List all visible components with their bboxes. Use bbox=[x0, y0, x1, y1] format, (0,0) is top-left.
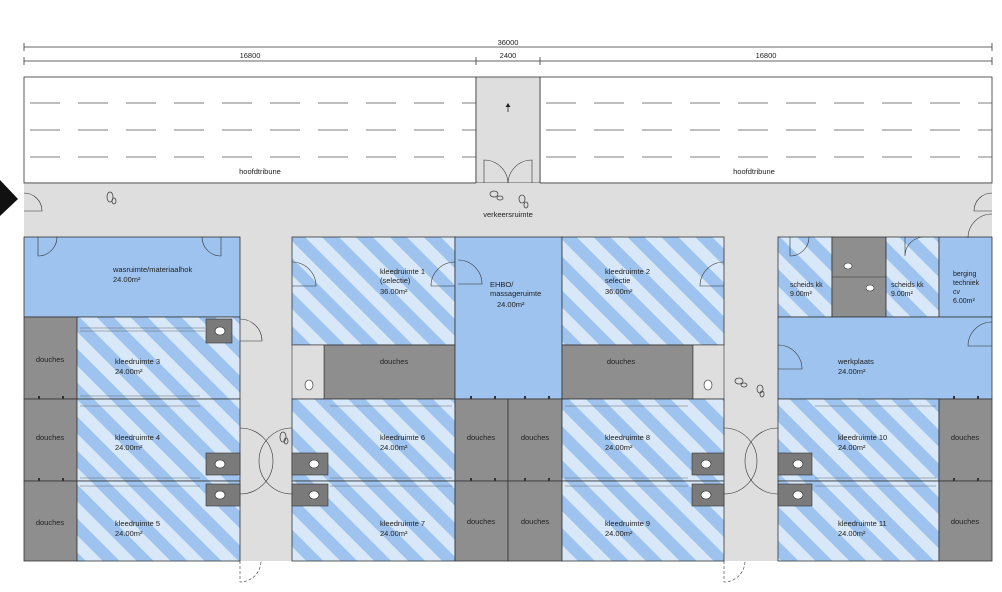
douches-r1 bbox=[938, 398, 993, 482]
kleed1-name: kleedruimte 1 bbox=[380, 267, 425, 276]
wc-c2 bbox=[692, 344, 725, 400]
room-kleed1 bbox=[291, 236, 456, 346]
wc-units-left bbox=[205, 318, 241, 507]
scheids2-area: 9.00m² bbox=[891, 291, 913, 298]
tribune-left bbox=[23, 76, 477, 184]
kleed4-name: kleedruimte 4 bbox=[115, 433, 160, 442]
kleed8-area: 24.00m² bbox=[605, 443, 633, 452]
side-pointer-icon bbox=[0, 180, 18, 216]
room-ehbo bbox=[454, 236, 563, 400]
douches-l2 bbox=[23, 398, 78, 482]
up-arrow-icon bbox=[505, 103, 511, 107]
kleed9-name: kleedruimte 9 bbox=[605, 519, 650, 528]
kleed3-name: kleedruimte 3 bbox=[115, 357, 160, 366]
middle-dimension: 2400 bbox=[500, 51, 517, 60]
corridor-label: verkeersruimte bbox=[483, 210, 533, 219]
kleed2-area: 36.00m² bbox=[605, 287, 633, 296]
ehbo-sub: massageruimte bbox=[490, 289, 541, 298]
douches-c2 bbox=[561, 344, 694, 400]
room-berging bbox=[938, 236, 993, 318]
douches-m2-label: douches bbox=[521, 433, 550, 442]
kleed7-area: 24.00m² bbox=[380, 529, 408, 538]
douches-l1 bbox=[23, 316, 78, 400]
corridor bbox=[24, 183, 992, 561]
footprint-icon bbox=[106, 190, 765, 445]
entrance-passage bbox=[475, 76, 541, 184]
douches-l3-label: douches bbox=[36, 518, 65, 527]
wasruimte-name: wasruimte/materiaalhok bbox=[112, 265, 192, 274]
douches-m4-label: douches bbox=[521, 517, 550, 526]
berging-name: berging bbox=[953, 271, 976, 278]
kleed6-area: 24.00m² bbox=[380, 443, 408, 452]
wasruimte-area: 24.00m² bbox=[113, 275, 141, 284]
kleed11-area: 24.00m² bbox=[838, 529, 866, 538]
kleed6-name: kleedruimte 6 bbox=[380, 433, 425, 442]
douches-r1-label: douches bbox=[951, 433, 980, 442]
douches-m1-label: douches bbox=[467, 433, 496, 442]
werkplaats-name: werkplaats bbox=[837, 357, 874, 366]
right-dimension: 16800 bbox=[756, 51, 777, 60]
douches-m4 bbox=[507, 480, 563, 562]
overall-dimension: 36000 bbox=[498, 38, 519, 47]
tribune-left-label: hoofdtribune bbox=[239, 167, 281, 176]
room-kleed2 bbox=[561, 236, 725, 346]
scheids1-area: 9.00m² bbox=[790, 291, 812, 298]
tribune-right bbox=[539, 76, 993, 184]
scheids2-name: scheids kk bbox=[891, 282, 924, 289]
ehbo-name: EHBO/ bbox=[490, 280, 514, 289]
douches-c1-label: douches bbox=[380, 357, 409, 366]
douches-r2 bbox=[938, 480, 993, 562]
kleed7-name: kleedruimte 7 bbox=[380, 519, 425, 528]
wc-units-center-left bbox=[291, 452, 329, 507]
kleed9-area: 24.00m² bbox=[605, 529, 633, 538]
kleed5-area: 24.00m² bbox=[115, 529, 143, 538]
berging-name3: cv bbox=[953, 289, 961, 296]
douches-l2-label: douches bbox=[36, 433, 65, 442]
double-door[interactable] bbox=[483, 159, 509, 184]
wc-units-center-right bbox=[691, 452, 725, 507]
kleed10-area: 24.00m² bbox=[838, 443, 866, 452]
berging-area: 6.00m² bbox=[953, 298, 975, 305]
ehbo-area: 24.00m² bbox=[497, 300, 525, 309]
room-wasruimte bbox=[23, 236, 241, 318]
kleed2-sub: selectie bbox=[605, 276, 630, 285]
kleed5-name: kleedruimte 5 bbox=[115, 519, 160, 528]
wall-markers bbox=[38, 396, 979, 481]
wc-c1 bbox=[291, 344, 325, 400]
kleed3-area: 24.00m² bbox=[115, 367, 143, 376]
douches-r2-label: douches bbox=[951, 517, 980, 526]
douches-l1-label: douches bbox=[36, 355, 65, 364]
douches-m1 bbox=[454, 398, 509, 482]
douches-c1 bbox=[323, 344, 456, 400]
werkplaats-area: 24.00m² bbox=[838, 367, 866, 376]
kleed11-name: kleedruimte 11 bbox=[838, 519, 887, 528]
douches-m3-label: douches bbox=[467, 517, 496, 526]
left-dimension: 16800 bbox=[240, 51, 261, 60]
kleed8-name: kleedruimte 8 bbox=[605, 433, 650, 442]
room-werkplaats bbox=[777, 316, 993, 400]
kleed1-area: 36.00m² bbox=[380, 287, 408, 296]
douches-c2-label: douches bbox=[607, 357, 636, 366]
dimension-lines bbox=[23, 43, 993, 65]
kleed4-area: 24.00m² bbox=[115, 443, 143, 452]
tribune-right-label: hoofdtribune bbox=[733, 167, 775, 176]
scheids1-name: scheids kk bbox=[790, 282, 823, 289]
kleed2-name: kleedruimte 2 bbox=[605, 267, 650, 276]
room-scheids1 bbox=[777, 236, 833, 318]
kleed1-sub: (selectie) bbox=[380, 276, 411, 285]
kleed10-name: kleedruimte 10 bbox=[838, 433, 887, 442]
wc-units-right bbox=[777, 452, 813, 507]
douches-l3 bbox=[23, 480, 78, 562]
berging-name2: techniek bbox=[953, 280, 980, 287]
room-scheids2 bbox=[885, 236, 940, 318]
door-east[interactable] bbox=[973, 192, 993, 212]
door-west[interactable] bbox=[23, 192, 43, 212]
